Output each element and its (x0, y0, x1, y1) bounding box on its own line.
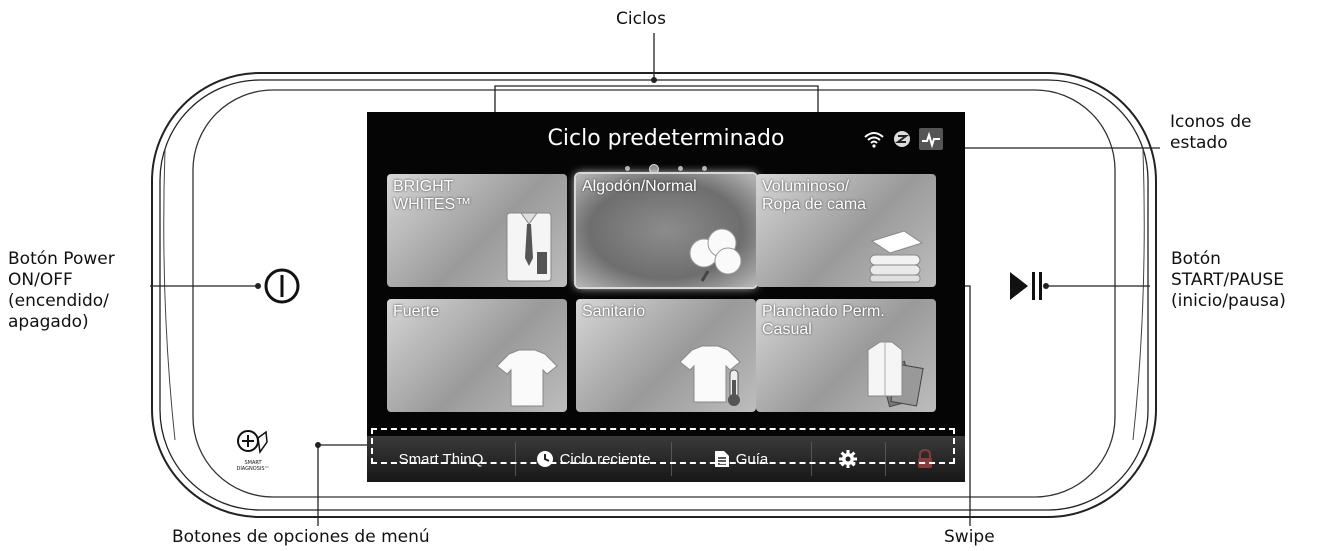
cycle-tile-voluminoso[interactable]: Voluminoso/ Ropa de cama (756, 174, 936, 287)
callout-power: Botón Power ON/OFF (encendido/ apagado) (8, 249, 115, 332)
tile-label: Fuerte (393, 303, 440, 320)
tile-label: BRIGHT WHITES™ (393, 178, 472, 213)
callout-botones-menu: Botones de opciones de menú (172, 527, 430, 547)
cycle-tile-planchado[interactable]: Planchado Perm. Casual (756, 299, 936, 412)
tile-label: Sanitario (582, 303, 646, 320)
page-dot[interactable] (702, 166, 708, 171)
tshirt-thermometer-icon (680, 345, 741, 406)
jacket-icon (867, 341, 924, 408)
shirt-tie-icon (506, 212, 552, 282)
tile-label: Algodón/Normal (582, 178, 697, 195)
cycle-tile-bright-whites[interactable]: BRIGHT WHITES™ (387, 174, 567, 287)
callout-iconos-estado: Iconos de estado (1170, 112, 1252, 153)
wifi-icon (864, 132, 884, 148)
callout-swipe: Swipe (944, 527, 995, 547)
cycle-tile-algodon-normal[interactable]: Algodón/Normal (576, 174, 756, 287)
cotton-icon (689, 228, 742, 282)
page-indicator (367, 158, 965, 177)
start-pause-button[interactable] (1008, 268, 1048, 304)
menu-divider (671, 442, 672, 476)
menu-divider (885, 442, 886, 476)
z-icon (894, 131, 910, 147)
cycle-tile-fuerte[interactable]: Fuerte (387, 299, 567, 412)
smart-diagnosis-text-2: DIAGNOSIS™ (236, 466, 270, 472)
power-button[interactable] (262, 266, 302, 306)
menu-divider (515, 442, 516, 476)
menu-options-highlight (371, 428, 955, 464)
status-icons (863, 128, 943, 150)
page-dot-active[interactable] (648, 163, 659, 174)
screen-title: Ciclo predeterminado (547, 126, 785, 151)
page-dot[interactable] (624, 166, 630, 171)
tile-label: Planchado Perm. Casual (762, 303, 885, 338)
touch-screen: Ciclo predeterminado BRIGHT WHITES™ (367, 112, 965, 482)
menu-divider (811, 442, 812, 476)
page-dot[interactable] (678, 166, 684, 171)
tshirt-icon (496, 349, 558, 407)
cycle-tile-sanitario[interactable]: Sanitario (576, 299, 756, 412)
smart-diagnosis-logo: SMART DIAGNOSIS™ (228, 428, 278, 472)
tile-label: Voluminoso/ Ropa de cama (762, 178, 867, 213)
smart-diagnosis-icon (237, 430, 268, 454)
smart-diagnosis-text-1: SMART (244, 460, 262, 466)
towels-icon (869, 230, 924, 283)
callout-ciclos: Ciclos (616, 9, 666, 29)
diagnosis-icon (919, 128, 943, 150)
callout-start-pause: Botón START/PAUSE (inicio/pausa) (1171, 249, 1286, 311)
